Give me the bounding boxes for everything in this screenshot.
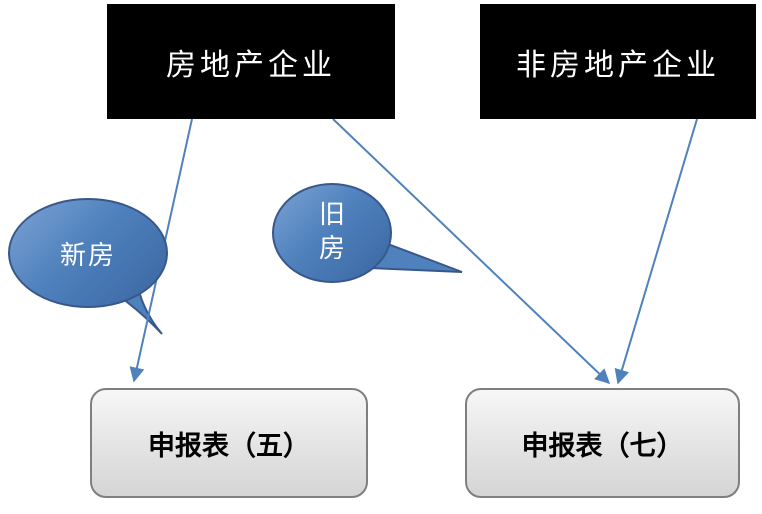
callout-old-house-line-2: 房 <box>318 234 345 264</box>
callout-old-house: 旧 房 <box>272 183 392 283</box>
callout-new-house-label: 新房 <box>59 240 116 271</box>
node-real-estate: 房地产企业 <box>107 4 395 119</box>
node-non-real-estate: 非房地产企业 <box>480 4 756 119</box>
node-non-real-estate-label: 非房地产企业 <box>516 47 720 83</box>
node-form-five-label: 申报表（五） <box>148 430 310 462</box>
node-form-seven-label: 申报表（七） <box>521 430 684 462</box>
arrow-non-real-estate-to-form-seven <box>614 118 698 385</box>
arrow-real-estate-to-form-seven <box>332 118 611 385</box>
callout-old-house-line-1: 旧 <box>318 200 345 231</box>
node-form-seven: 申报表（七） <box>465 388 740 498</box>
callout-new-house: 新房 <box>8 198 168 308</box>
node-form-five: 申报表（五） <box>90 388 368 498</box>
node-real-estate-label: 房地产企业 <box>166 47 336 83</box>
